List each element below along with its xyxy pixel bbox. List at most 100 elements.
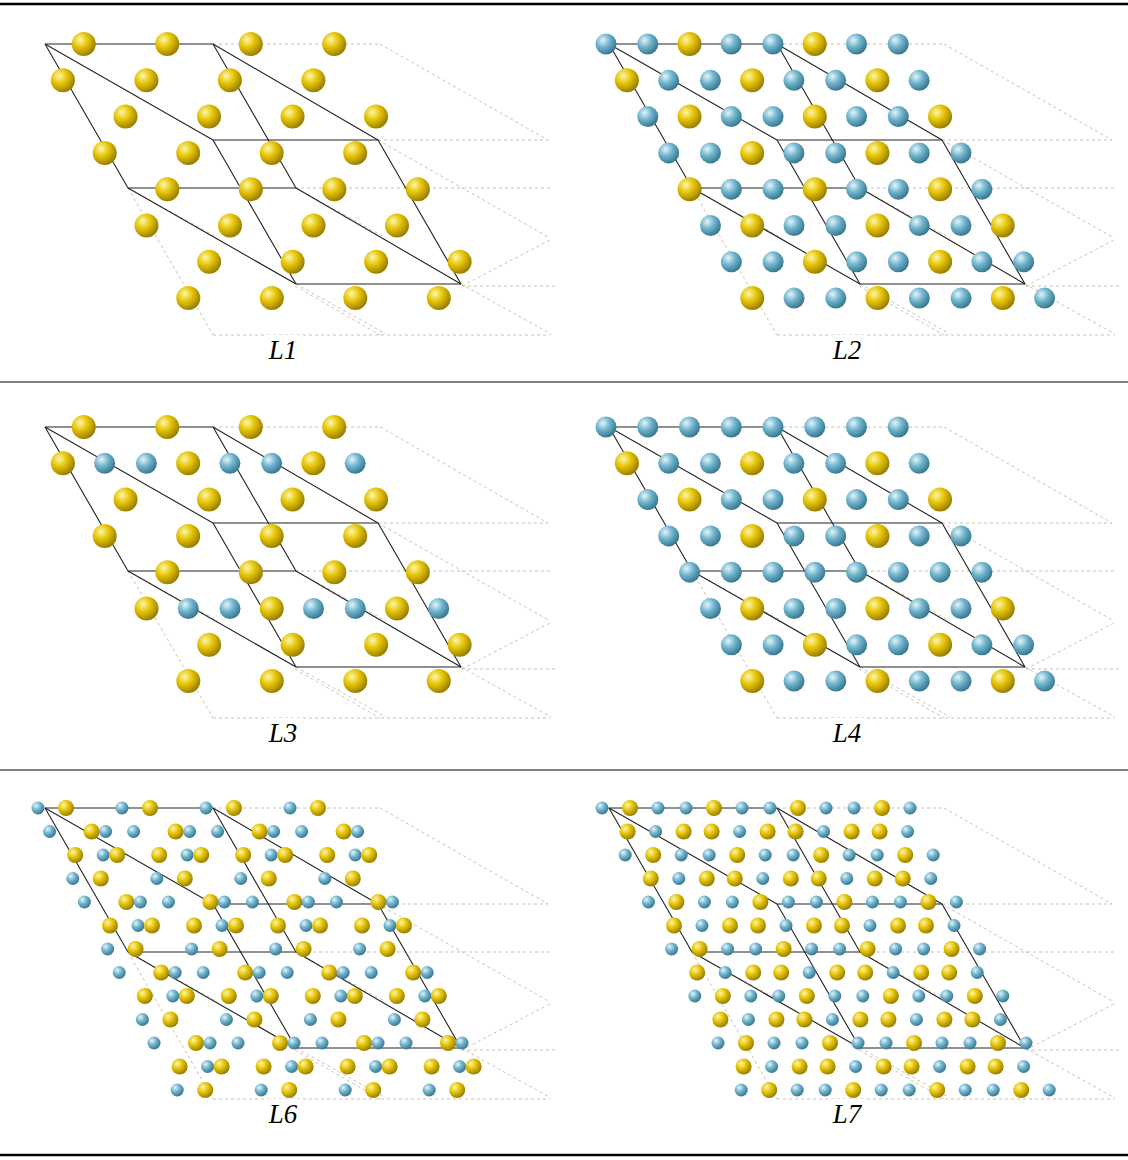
table-rule	[0, 769, 1128, 770]
blue-atom	[909, 70, 930, 91]
blue-atom	[94, 453, 115, 474]
gold-atom	[729, 847, 745, 863]
gold-atom	[364, 250, 388, 274]
cell-edge	[777, 427, 942, 523]
gold-atom	[385, 597, 409, 621]
blue-atom	[791, 1084, 804, 1097]
gold-atom	[155, 32, 179, 56]
gold-atom	[773, 965, 789, 981]
gold-atom	[296, 941, 312, 957]
blue-atom	[1020, 1037, 1033, 1050]
blue-atom	[642, 896, 655, 909]
blue-atom	[201, 1060, 214, 1073]
gold-atom	[865, 68, 889, 92]
blue-atom	[696, 919, 709, 932]
blue-atom	[169, 966, 182, 979]
blue-atom	[281, 966, 294, 979]
blue-atom	[917, 943, 930, 956]
blue-atom	[166, 990, 179, 1003]
blue-atom	[828, 990, 841, 1003]
cell-guide	[942, 904, 1112, 905]
blue-atom	[721, 34, 742, 55]
blue-atom	[269, 943, 282, 956]
blue-atom	[596, 802, 609, 815]
blue-atom	[637, 417, 658, 438]
gold-atom	[424, 1059, 440, 1075]
gold-atom	[768, 1012, 784, 1028]
gold-atom	[176, 669, 200, 693]
gold-atom	[151, 847, 167, 863]
gold-atom	[354, 918, 370, 934]
blue-atom	[736, 802, 749, 815]
blue-atom	[596, 417, 617, 438]
blue-atom	[255, 1084, 268, 1097]
blue-atom	[596, 34, 617, 55]
blue-atom	[866, 896, 879, 909]
gold-atom	[281, 488, 305, 512]
cell-guide	[213, 44, 380, 45]
gold-atom	[844, 824, 860, 840]
blue-atom	[220, 598, 241, 619]
gold-atom	[615, 68, 639, 92]
blue-atom	[846, 634, 867, 655]
cell-guide	[462, 286, 555, 287]
blue-atom	[703, 849, 716, 862]
gold-atom	[745, 965, 761, 981]
blue-atom	[940, 990, 953, 1003]
blue-atom	[637, 106, 658, 127]
cell-edge	[942, 523, 1025, 667]
blue-atom	[652, 802, 665, 815]
cell-edge	[609, 808, 777, 904]
blue-atom	[304, 1013, 317, 1026]
gold-atom	[340, 1059, 356, 1075]
blue-atom	[901, 825, 914, 838]
blue-atom	[218, 896, 231, 909]
cell-edge	[942, 140, 1025, 284]
gold-atom	[803, 177, 827, 201]
gold-atom	[448, 633, 472, 657]
blue-atom	[700, 598, 721, 619]
blue-atom	[843, 849, 856, 862]
gold-atom	[727, 871, 743, 887]
gold-atom	[193, 847, 209, 863]
gold-atom	[128, 941, 144, 957]
blue-atom	[888, 489, 909, 510]
panel-label: L2	[830, 335, 865, 366]
blue-atom	[909, 525, 930, 546]
blue-atom	[679, 417, 700, 438]
blue-atom	[959, 1084, 972, 1097]
cell-guide	[859, 286, 944, 335]
blue-atom	[453, 1060, 466, 1073]
cell-guide	[1026, 286, 1119, 287]
blue-atom	[951, 288, 972, 309]
blue-atom	[909, 453, 930, 474]
blue-atom	[996, 990, 1009, 1003]
blue-atom	[388, 1013, 401, 1026]
gold-atom	[228, 918, 244, 934]
blue-atom	[964, 1037, 977, 1050]
blue-atom	[735, 1084, 748, 1097]
gold-atom	[305, 988, 321, 1004]
gold-atom	[941, 965, 957, 981]
cell-edge	[296, 666, 461, 667]
blue-atom	[987, 1084, 1000, 1097]
cell-edge	[860, 571, 1025, 667]
cell-edge	[609, 44, 777, 140]
cell-guide	[128, 952, 213, 1099]
cell-guide	[1026, 623, 1114, 669]
blue-atom	[261, 453, 282, 474]
cell-edge	[777, 808, 860, 952]
blue-atom	[887, 966, 900, 979]
blue-atom	[1013, 634, 1034, 655]
gold-atom	[722, 918, 738, 934]
gold-atom	[343, 669, 367, 693]
cell-edge	[213, 522, 378, 523]
gold-atom	[876, 1059, 892, 1075]
gold-atom	[740, 141, 764, 165]
cell-guide	[213, 427, 380, 428]
cell-guide	[942, 523, 1114, 621]
blue-atom	[150, 872, 163, 885]
gold-atom	[239, 177, 263, 201]
cell-guide	[296, 667, 386, 717]
blue-atom	[345, 453, 366, 474]
